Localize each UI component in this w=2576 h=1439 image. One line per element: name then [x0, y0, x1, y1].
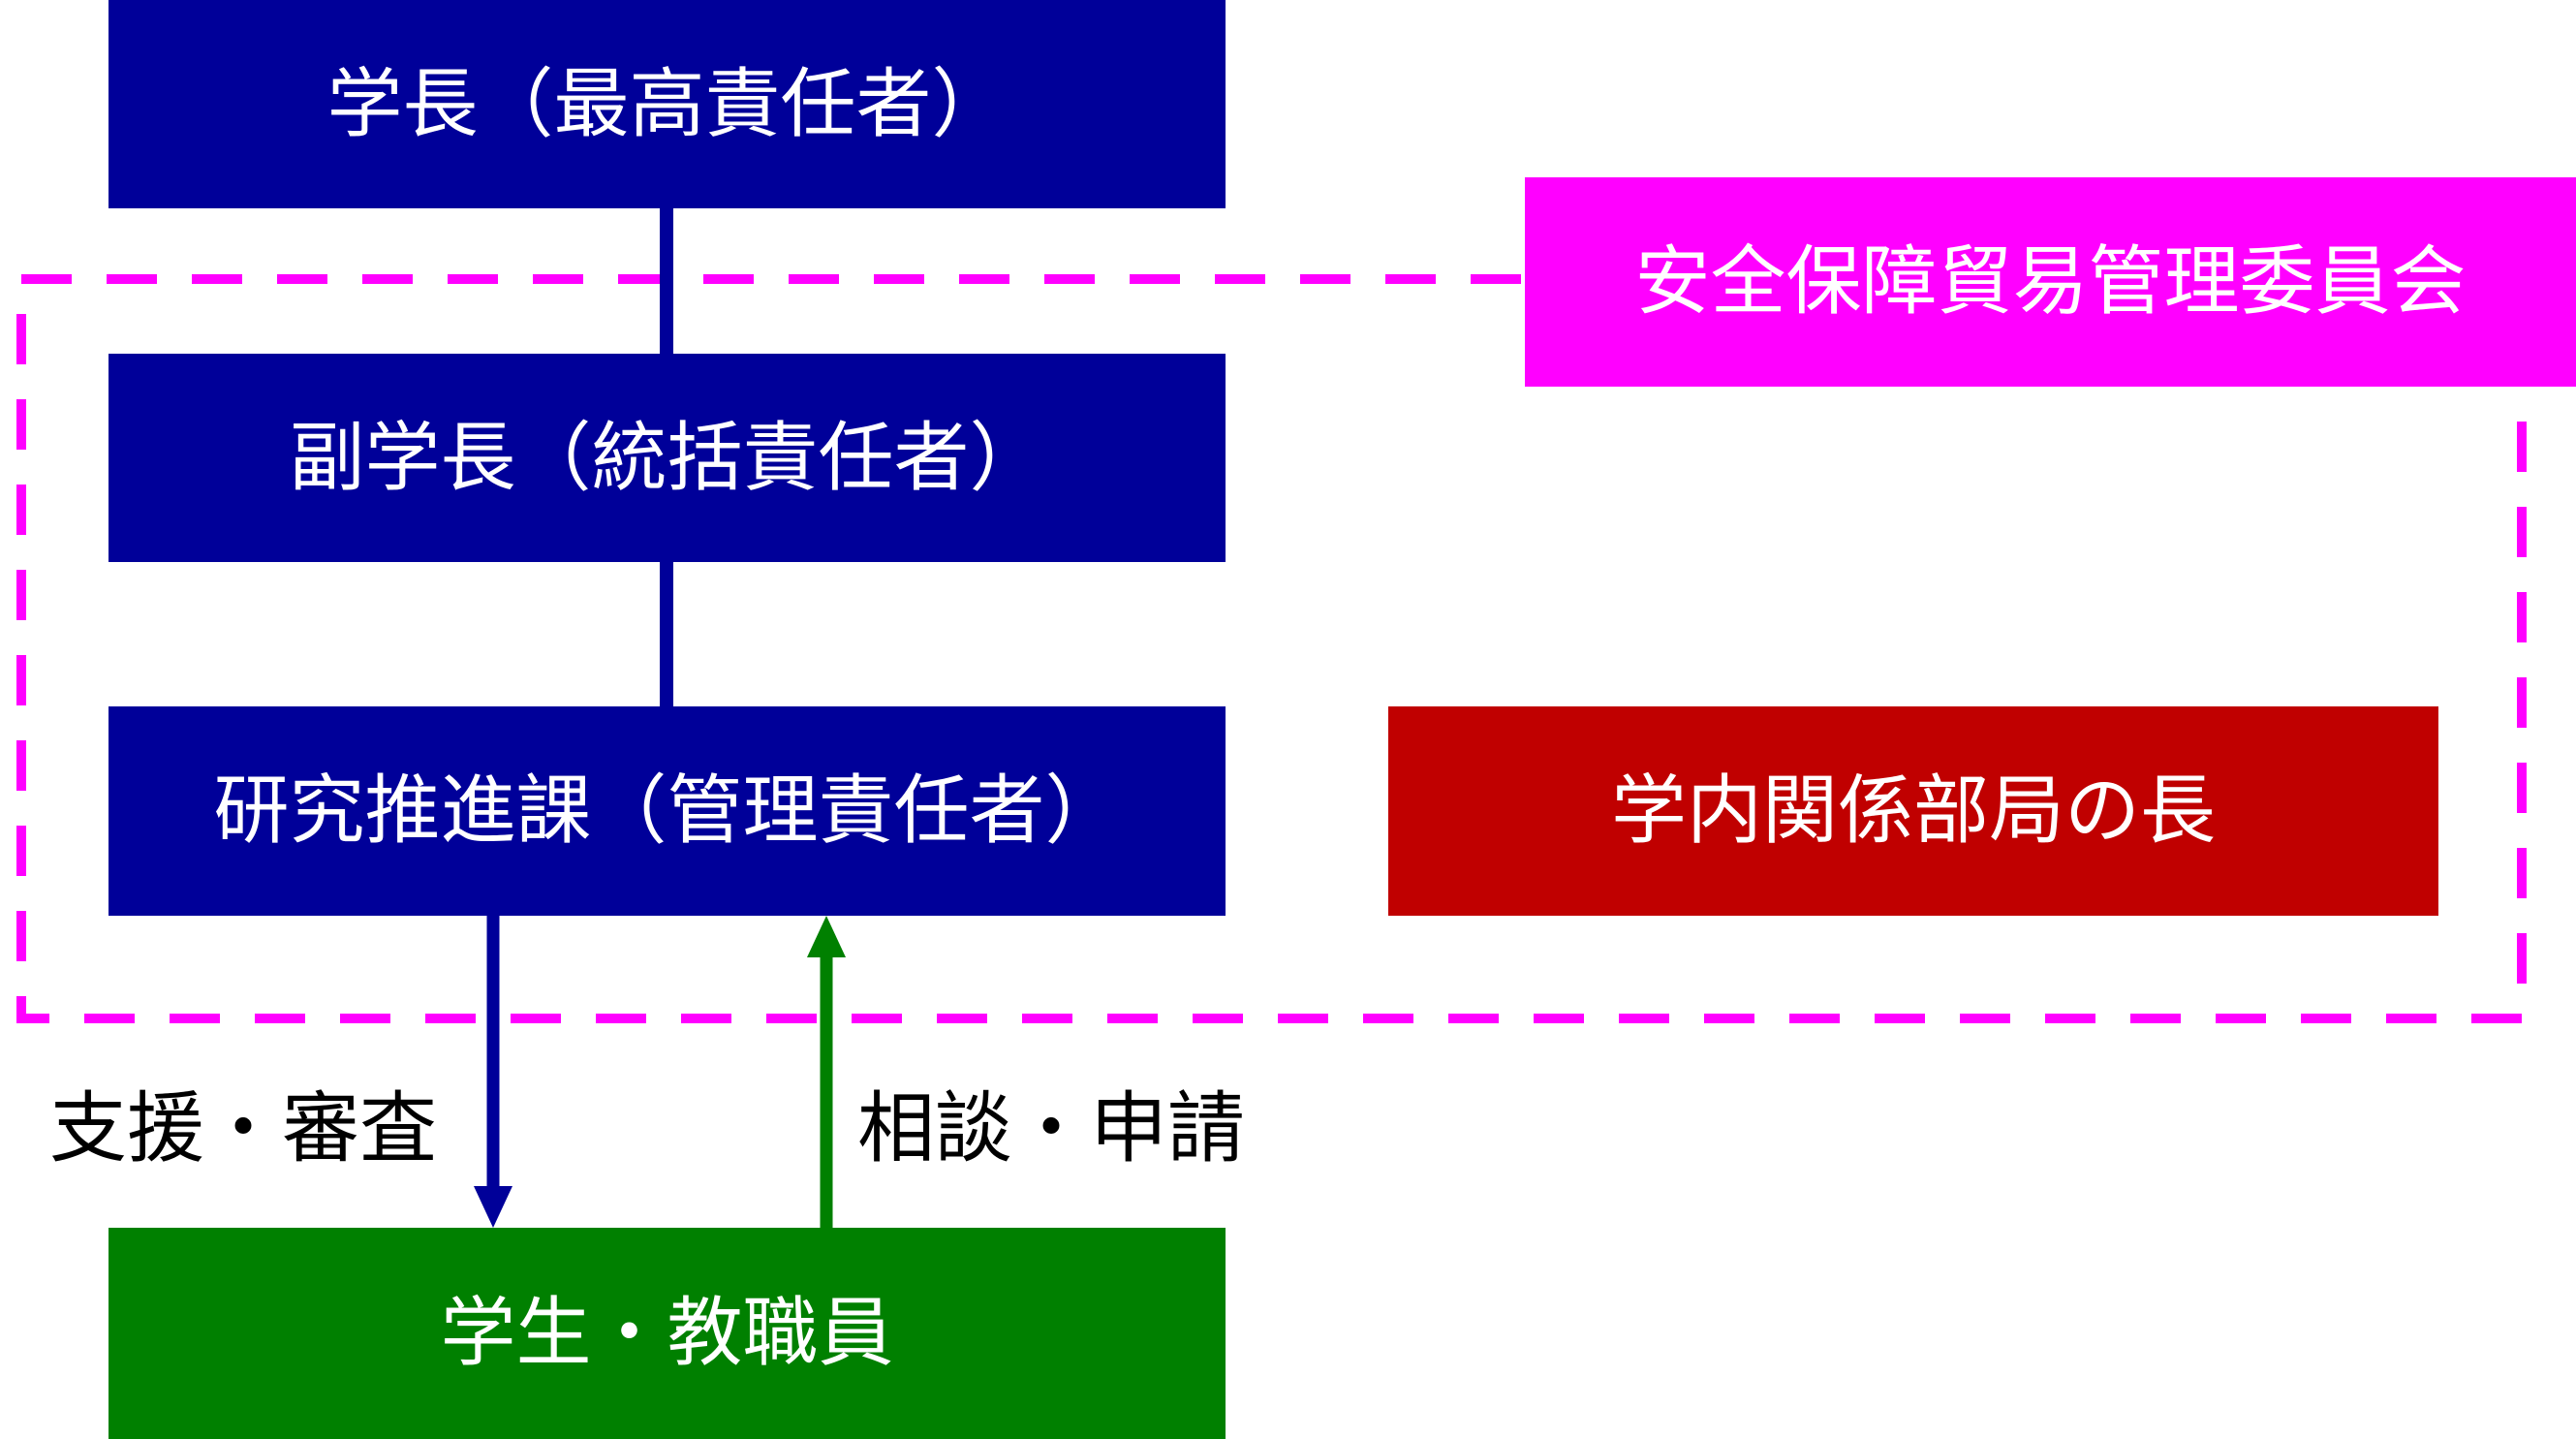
- department-heads-node: 学内関係部局の長: [1388, 706, 2438, 916]
- department-heads-label: 学内関係部局の長: [1610, 767, 2216, 855]
- consult-apply-arrow: [807, 916, 846, 1228]
- students-staff-node: 学生・教職員: [109, 1228, 1226, 1439]
- students-staff-label: 学生・教職員: [440, 1290, 894, 1377]
- president-node: 学長（最高責任者）: [109, 0, 1226, 208]
- support-review-arrow: [474, 916, 512, 1228]
- support-review-arrow-head: [474, 1186, 512, 1228]
- vice-president-node: 副学長（統括責任者）: [109, 354, 1226, 562]
- consult-apply-label: 相談・申請: [857, 1083, 1245, 1173]
- committee-node: 安全保障貿易管理委員会: [1525, 177, 2576, 387]
- president-label: 学長（最高責任者）: [326, 60, 1008, 148]
- committee-label: 安全保障貿易管理委員会: [1634, 238, 2467, 326]
- consult-apply-arrow-head: [807, 916, 846, 957]
- research-promotion-label: 研究推進課（管理責任者）: [213, 767, 1121, 855]
- support-review-label: 支援・審査: [49, 1083, 437, 1173]
- vice-president-label: 副学長（統括責任者）: [289, 414, 1045, 502]
- research-promotion-node: 研究推進課（管理責任者）: [109, 706, 1226, 916]
